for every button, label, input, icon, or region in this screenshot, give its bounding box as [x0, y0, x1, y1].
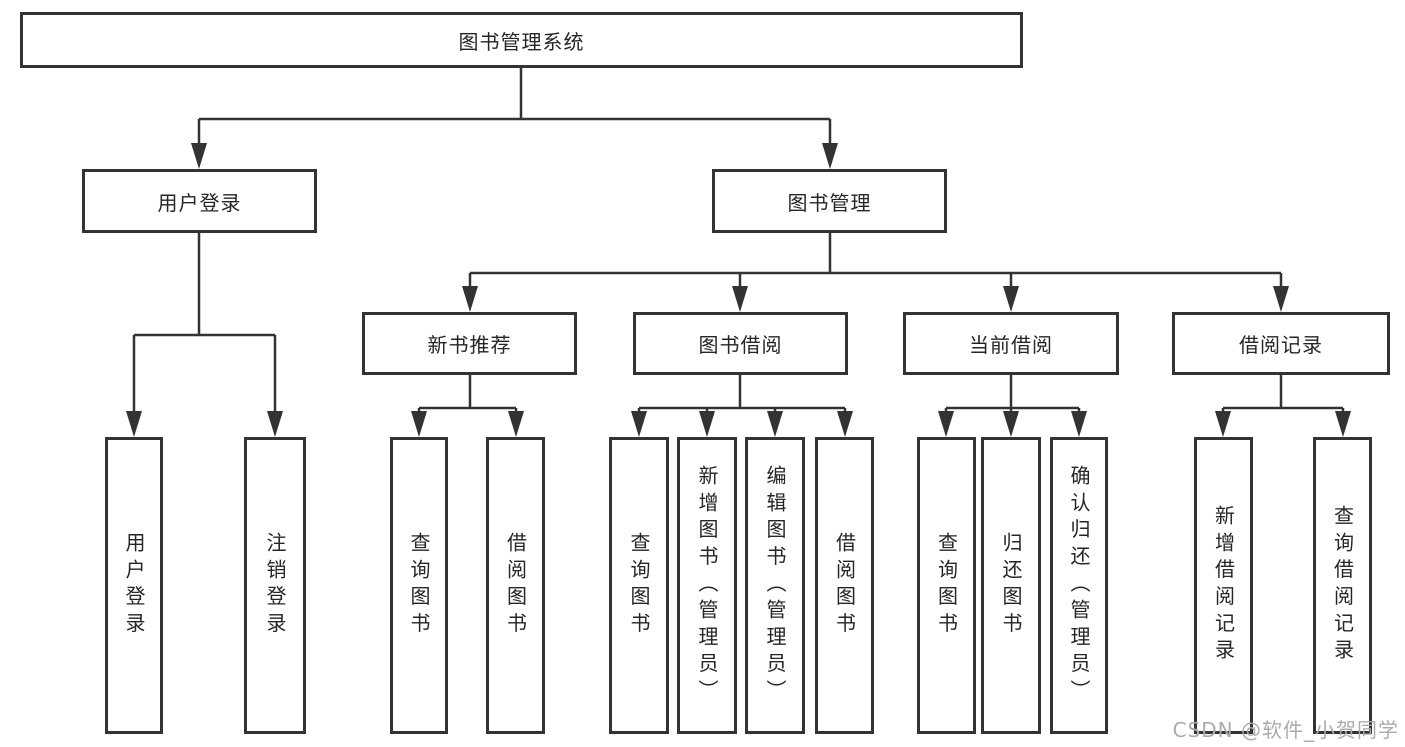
leaf-query-borrow-record: 查询借阅记录	[1313, 437, 1372, 734]
node-library-management-system: 图书管理系统	[20, 12, 1023, 68]
node-book-borrow: 图书借阅	[633, 312, 848, 375]
node-label: 图书管理系统	[458, 29, 585, 54]
node-label: 新增图书（管理员）	[695, 464, 719, 707]
leaf-borrow-books-recommend: 借阅图书	[486, 437, 545, 734]
leaf-query-books-current: 查询图书	[917, 437, 976, 734]
node-label: 查询图书	[934, 531, 959, 640]
node-label: 图书借阅	[698, 333, 783, 357]
leaf-query-books-recommend: 查询图书	[390, 437, 448, 734]
node-label: 借阅图书	[503, 531, 528, 640]
node-label: 归还图书	[999, 531, 1023, 640]
node-label: 新增借阅记录	[1211, 505, 1236, 666]
node-user-login: 用户登录	[82, 169, 317, 233]
leaf-borrow-books: 借阅图书	[815, 437, 874, 734]
node-current-borrow: 当前借阅	[903, 312, 1119, 375]
node-label: 用户登录	[122, 531, 146, 640]
leaf-user-login: 用户登录	[105, 437, 163, 734]
leaf-add-borrow-record: 新增借阅记录	[1194, 437, 1253, 734]
node-new-book-recommend: 新书推荐	[362, 312, 577, 375]
leaf-edit-book-admin: 编辑图书（管理员）	[745, 437, 805, 734]
node-label: 新书推荐	[427, 333, 512, 357]
node-label: 图书管理	[787, 190, 872, 215]
leaf-confirm-return-admin: 确认归还（管理员）	[1050, 437, 1108, 734]
node-label: 当前借阅	[969, 333, 1053, 357]
node-label: 用户登录	[157, 190, 242, 215]
node-label: 借阅记录	[1239, 333, 1323, 357]
node-label: 注销登录	[263, 531, 287, 640]
leaf-query-books-borrow: 查询图书	[609, 437, 669, 734]
node-label: 借阅图书	[832, 531, 857, 640]
leaf-add-book-admin: 新增图书（管理员）	[677, 437, 737, 734]
leaf-return-book: 归还图书	[981, 437, 1041, 734]
node-book-management: 图书管理	[712, 169, 947, 233]
node-label: 查询图书	[407, 531, 431, 640]
leaf-logout: 注销登录	[244, 437, 306, 734]
node-label: 查询借阅记录	[1330, 505, 1355, 666]
node-label: 编辑图书（管理员）	[763, 464, 787, 707]
node-borrow-records: 借阅记录	[1172, 312, 1390, 375]
node-label: 确认归还（管理员）	[1067, 464, 1091, 707]
csdn-watermark: CSDN @软件_小贺同学	[1172, 718, 1399, 742]
node-label: 查询图书	[627, 531, 651, 640]
